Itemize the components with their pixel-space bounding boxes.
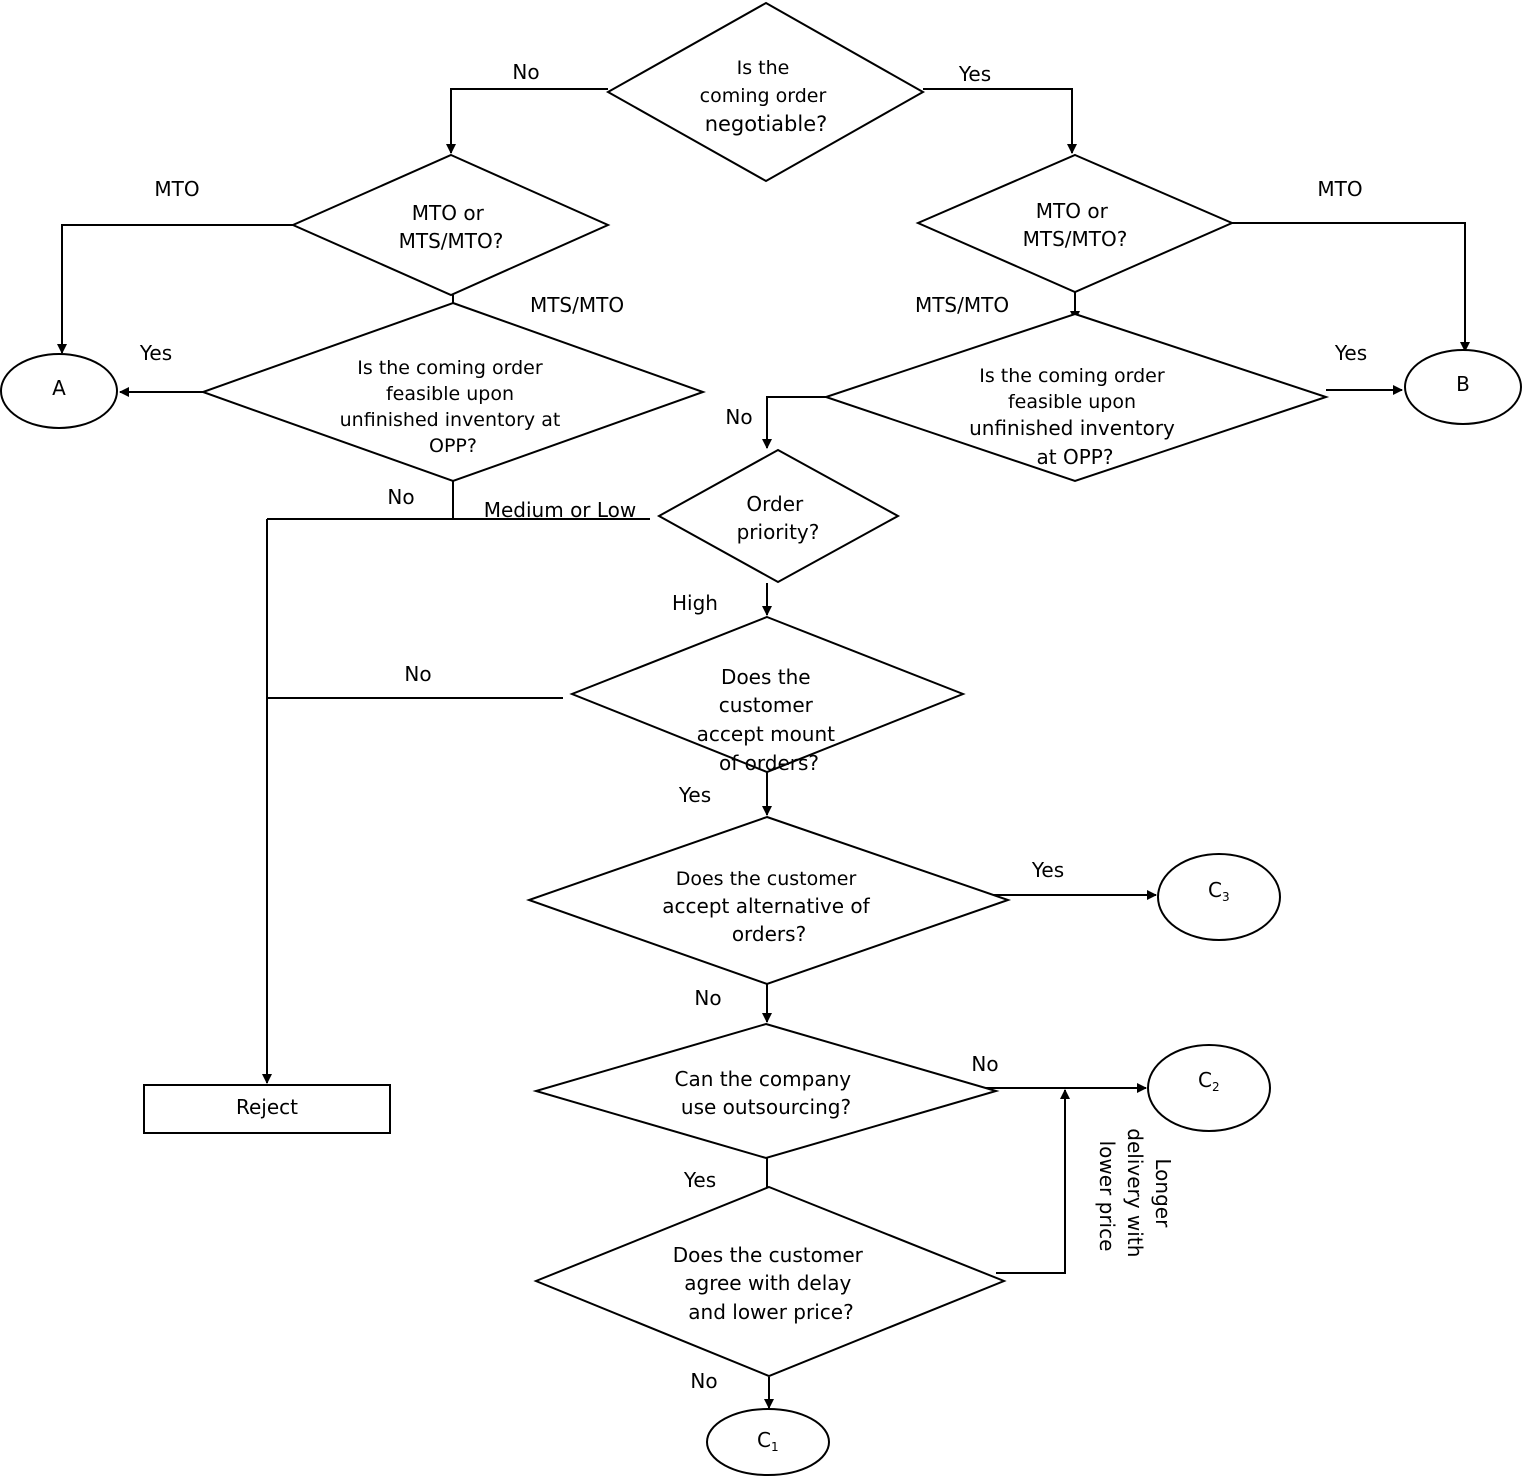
label-feasible-right-yes: Yes bbox=[1334, 341, 1367, 365]
decision-alternative bbox=[525, 815, 1012, 986]
label-left-mto: MTO bbox=[154, 177, 199, 201]
terminal-b-label: B bbox=[1456, 372, 1470, 396]
label-right-mtsmto: MTS/MTO bbox=[915, 293, 1009, 317]
label-right-mto: MTO bbox=[1317, 177, 1362, 201]
edge-left-mto bbox=[57, 224, 293, 354]
label-delay-no: No bbox=[690, 1369, 717, 1393]
decision-feasible-left bbox=[200, 301, 706, 483]
edge-labels: No Yes MTO MTS/MTO MTO MTS/MTO Yes No Ye… bbox=[139, 60, 1367, 1393]
feasible-left-text: Is the coming order feasible upon unfini… bbox=[340, 357, 567, 457]
edge-negotiable-yes bbox=[923, 88, 1077, 154]
mto-left-text: MTO or MTS/MTO? bbox=[399, 201, 504, 253]
label-left-mtsmto: MTS/MTO bbox=[530, 293, 624, 317]
label-alternative-no: No bbox=[694, 986, 721, 1010]
terminal-c2-label: C2 bbox=[1198, 1068, 1220, 1094]
label-alternative-yes: Yes bbox=[1031, 858, 1064, 882]
edge-right-mto bbox=[1232, 222, 1470, 352]
decision-amount bbox=[569, 615, 966, 774]
decision-feasible-right bbox=[822, 312, 1330, 483]
label-outsourcing-yes: Yes bbox=[683, 1168, 716, 1192]
label-outsourcing-no: No bbox=[971, 1052, 998, 1076]
decision-negotiable bbox=[605, 1, 926, 183]
decision-mto-left bbox=[290, 153, 611, 297]
decision-priority bbox=[656, 448, 901, 584]
terminal-a-label: A bbox=[52, 376, 66, 400]
edge-negotiable-no bbox=[446, 88, 608, 154]
node-texts: Is the coming order negotiable? MTO or M… bbox=[52, 57, 1470, 1454]
label-longer-delivery: Longer delivery with lower price bbox=[1095, 1128, 1175, 1263]
priority-text: Order priority? bbox=[737, 492, 820, 544]
outsourcing-text: Can the company use outsourcing? bbox=[675, 1067, 858, 1119]
negotiable-text: Is the coming order negotiable? bbox=[700, 57, 833, 136]
delay-text: Does the customer agree with delay and l… bbox=[673, 1243, 869, 1324]
terminal-b bbox=[1404, 349, 1522, 425]
reject-label: Reject bbox=[236, 1095, 298, 1119]
decision-delay bbox=[533, 1185, 1007, 1378]
label-feasible-right-no: No bbox=[725, 405, 752, 429]
label-priority-medium-low: Medium or Low bbox=[484, 498, 637, 522]
edge-feasible-right-no bbox=[762, 396, 826, 449]
decision-mto-right bbox=[915, 153, 1235, 294]
terminal-c1-label: C1 bbox=[757, 1428, 779, 1454]
feasible-right-text: Is the coming order feasible upon unfini… bbox=[969, 365, 1181, 469]
reject-box bbox=[143, 1084, 391, 1134]
edge-delay-yes bbox=[996, 1089, 1070, 1274]
label-feasible-left-no: No bbox=[387, 485, 414, 509]
mto-right-text: MTO or MTS/MTO? bbox=[1023, 199, 1128, 251]
label-amount-no: No bbox=[404, 662, 431, 686]
label-feasible-left-yes: Yes bbox=[139, 341, 172, 365]
label-negotiable-yes: Yes bbox=[958, 62, 991, 86]
terminal-a bbox=[0, 353, 118, 429]
terminal-c3 bbox=[1157, 853, 1281, 941]
terminal-c3-label: C3 bbox=[1208, 878, 1230, 904]
amount-text: Does the customer accept mount of orders… bbox=[697, 665, 842, 775]
label-amount-yes: Yes bbox=[678, 783, 711, 807]
alternative-text: Does the customer accept alternative of … bbox=[662, 868, 875, 946]
decision-outsourcing bbox=[532, 1022, 1000, 1160]
label-negotiable-no: No bbox=[512, 60, 539, 84]
terminal-c1 bbox=[706, 1408, 830, 1476]
terminal-c2 bbox=[1147, 1044, 1271, 1132]
connectors bbox=[57, 88, 1470, 1409]
label-priority-high: High bbox=[672, 591, 718, 615]
